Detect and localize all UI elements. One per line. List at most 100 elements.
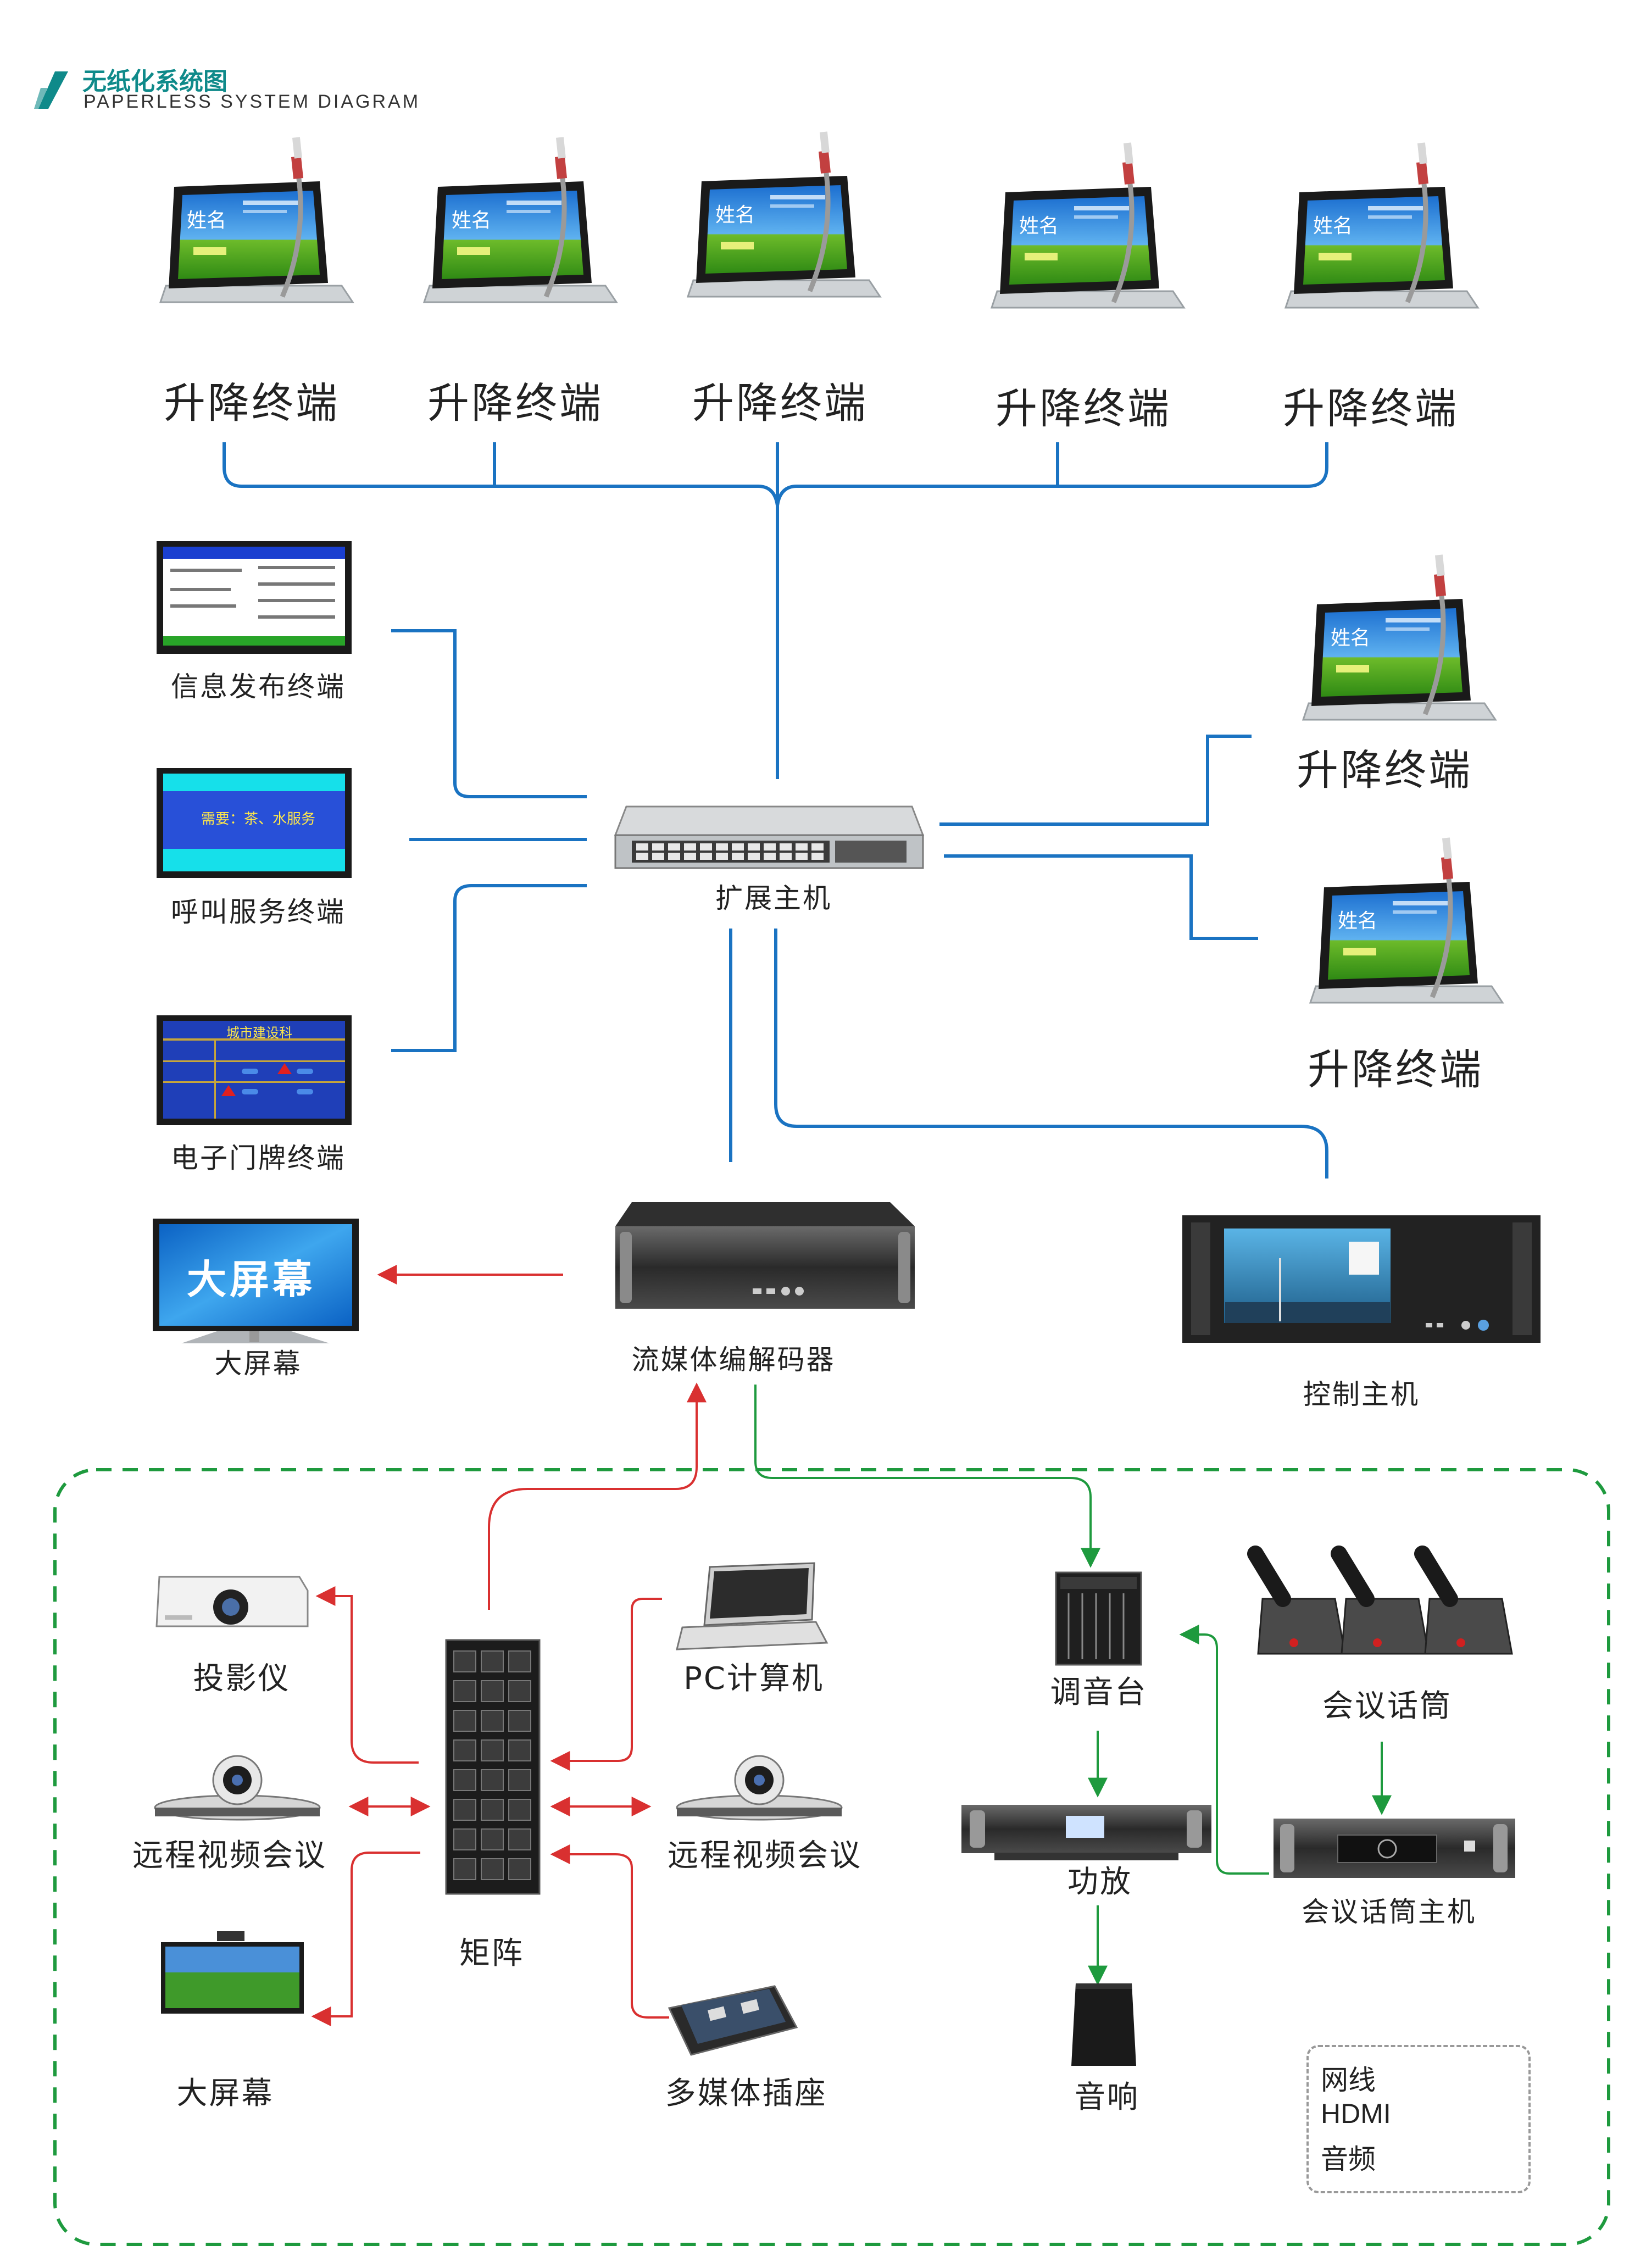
- matrix-slot: [453, 1710, 476, 1732]
- matrix-slot: [481, 1769, 504, 1791]
- matrix-slot: [481, 1828, 504, 1850]
- av-subsystem-boundary: [53, 1468, 1610, 2246]
- matrix-slot: [453, 1680, 476, 1702]
- control-host-label: 控制主机: [1303, 1378, 1420, 1410]
- pc-label: PC计算机: [683, 1661, 824, 1697]
- conference-mics-device: [1247, 1546, 1513, 1655]
- header-logo-mark: [34, 71, 68, 109]
- matrix-slot: [508, 1828, 531, 1850]
- matrix-slot: [508, 1739, 531, 1761]
- codec-label: 流媒体编解码器: [631, 1344, 836, 1376]
- switch-port: [684, 843, 696, 850]
- switch-port: [764, 853, 776, 860]
- legend-audio: 音频: [1321, 2144, 1376, 2175]
- lift-screen-name: 姓名: [1338, 910, 1378, 932]
- projector-label: 投影仪: [193, 1661, 291, 1697]
- switch-port: [700, 843, 712, 850]
- switch-port: [684, 853, 696, 860]
- big-screen-small-device: [161, 1931, 304, 2014]
- network-lines: [223, 442, 1328, 1179]
- switch-port: [668, 843, 680, 850]
- switch-port: [796, 843, 808, 850]
- switch-port: [732, 853, 744, 860]
- switch-port: [716, 853, 728, 860]
- mixer-label: 调音台: [1050, 1675, 1148, 1710]
- lift-screen-name: 姓名: [452, 209, 492, 232]
- switch-port: [732, 843, 744, 850]
- switch-label: 扩展主机: [715, 882, 832, 914]
- matrix-slot: [508, 1650, 531, 1672]
- switch-port: [668, 853, 680, 860]
- matrix-slot: [481, 1799, 504, 1821]
- matrix-slot: [508, 1680, 531, 1702]
- speaker-device: [1071, 1983, 1136, 2066]
- info-terminal-label: 信息发布终端: [171, 671, 346, 703]
- big-screen-small-label: 大屏幕: [176, 2076, 274, 2111]
- matrix-slot: [481, 1680, 504, 1702]
- switch-port: [652, 853, 664, 860]
- media-socket-label: 多媒体插座: [665, 2076, 827, 2111]
- matrix-slot: [481, 1739, 504, 1761]
- switch-port: [652, 843, 664, 850]
- door-screen-title: 城市建设科: [226, 1025, 292, 1041]
- switch-port: [811, 843, 824, 850]
- matrix-slot: [508, 1710, 531, 1732]
- matrix-slot: [453, 1650, 476, 1672]
- mic-host-label: 会议话筒主机: [1302, 1896, 1476, 1928]
- call-screen-text: 需要：茶、水服务: [201, 811, 316, 827]
- big-screen-display-text: 大屏幕: [187, 1257, 316, 1303]
- call-terminal-device: [157, 768, 352, 878]
- door-terminal-label: 电子门牌终端: [171, 1142, 346, 1174]
- hdmi-lines: [311, 1265, 707, 2026]
- video-conf-label-right: 远程视频会议: [668, 1838, 862, 1874]
- matrix-slot: [481, 1710, 504, 1732]
- switch-device: [614, 805, 925, 869]
- lift-screen-name: 姓名: [715, 204, 755, 226]
- video-conf-camera-right: [676, 1755, 843, 1821]
- media-socket-device: [668, 1985, 798, 2056]
- lift-screen-name: 姓名: [187, 209, 227, 232]
- legend-network: 网线: [1321, 2065, 1376, 2095]
- matrix-slot: [453, 1769, 476, 1791]
- codec-device: [615, 1202, 915, 1309]
- switch-port: [636, 843, 648, 850]
- matrix-slot: [453, 1858, 476, 1880]
- info-terminal-device: [157, 541, 352, 654]
- matrix-device: [445, 1639, 541, 1895]
- legend-hdmi: HDMI: [1321, 2098, 1391, 2129]
- lift-terminal-label: 升降终端: [164, 379, 340, 427]
- lift-terminal-label: 升降终端: [1297, 746, 1472, 794]
- lift-screen-name: 姓名: [1331, 627, 1371, 649]
- switch-port: [780, 843, 792, 850]
- projector-device: [155, 1576, 309, 1627]
- switch-port: [764, 843, 776, 850]
- lift-screen-name: 姓名: [1019, 215, 1059, 237]
- lift-terminal-label: 升降终端: [427, 379, 603, 427]
- big-screen-device: [153, 1219, 359, 1343]
- amplifier-label: 功放: [1067, 1864, 1132, 1900]
- switch-port: [748, 843, 760, 850]
- mic-label: 会议话筒: [1322, 1688, 1452, 1724]
- matrix-slot: [481, 1650, 504, 1672]
- switch-port: [748, 853, 760, 860]
- matrix-slot: [508, 1769, 531, 1791]
- mixer-device: [1055, 1571, 1142, 1666]
- pc-device: [676, 1562, 828, 1650]
- call-terminal-label: 呼叫服务终端: [171, 896, 346, 928]
- lift-terminal-label: 升降终端: [1283, 384, 1459, 433]
- switch-port: [811, 853, 824, 860]
- matrix-slot: [508, 1858, 531, 1880]
- matrix-slot: [453, 1828, 476, 1850]
- matrix-slot: [481, 1858, 504, 1880]
- big-screen-label: 大屏幕: [214, 1348, 302, 1380]
- switch-port: [636, 853, 648, 860]
- door-terminal-device: [157, 1015, 352, 1125]
- audio-lines: [754, 1385, 1392, 1986]
- lift-terminal-label: 升降终端: [1308, 1045, 1483, 1094]
- control-host-device: [1182, 1215, 1541, 1343]
- lift-screen-name: 姓名: [1313, 215, 1353, 237]
- switch-port: [796, 853, 808, 860]
- mic-host-device: [1274, 1819, 1515, 1878]
- amplifier-device: [961, 1805, 1211, 1860]
